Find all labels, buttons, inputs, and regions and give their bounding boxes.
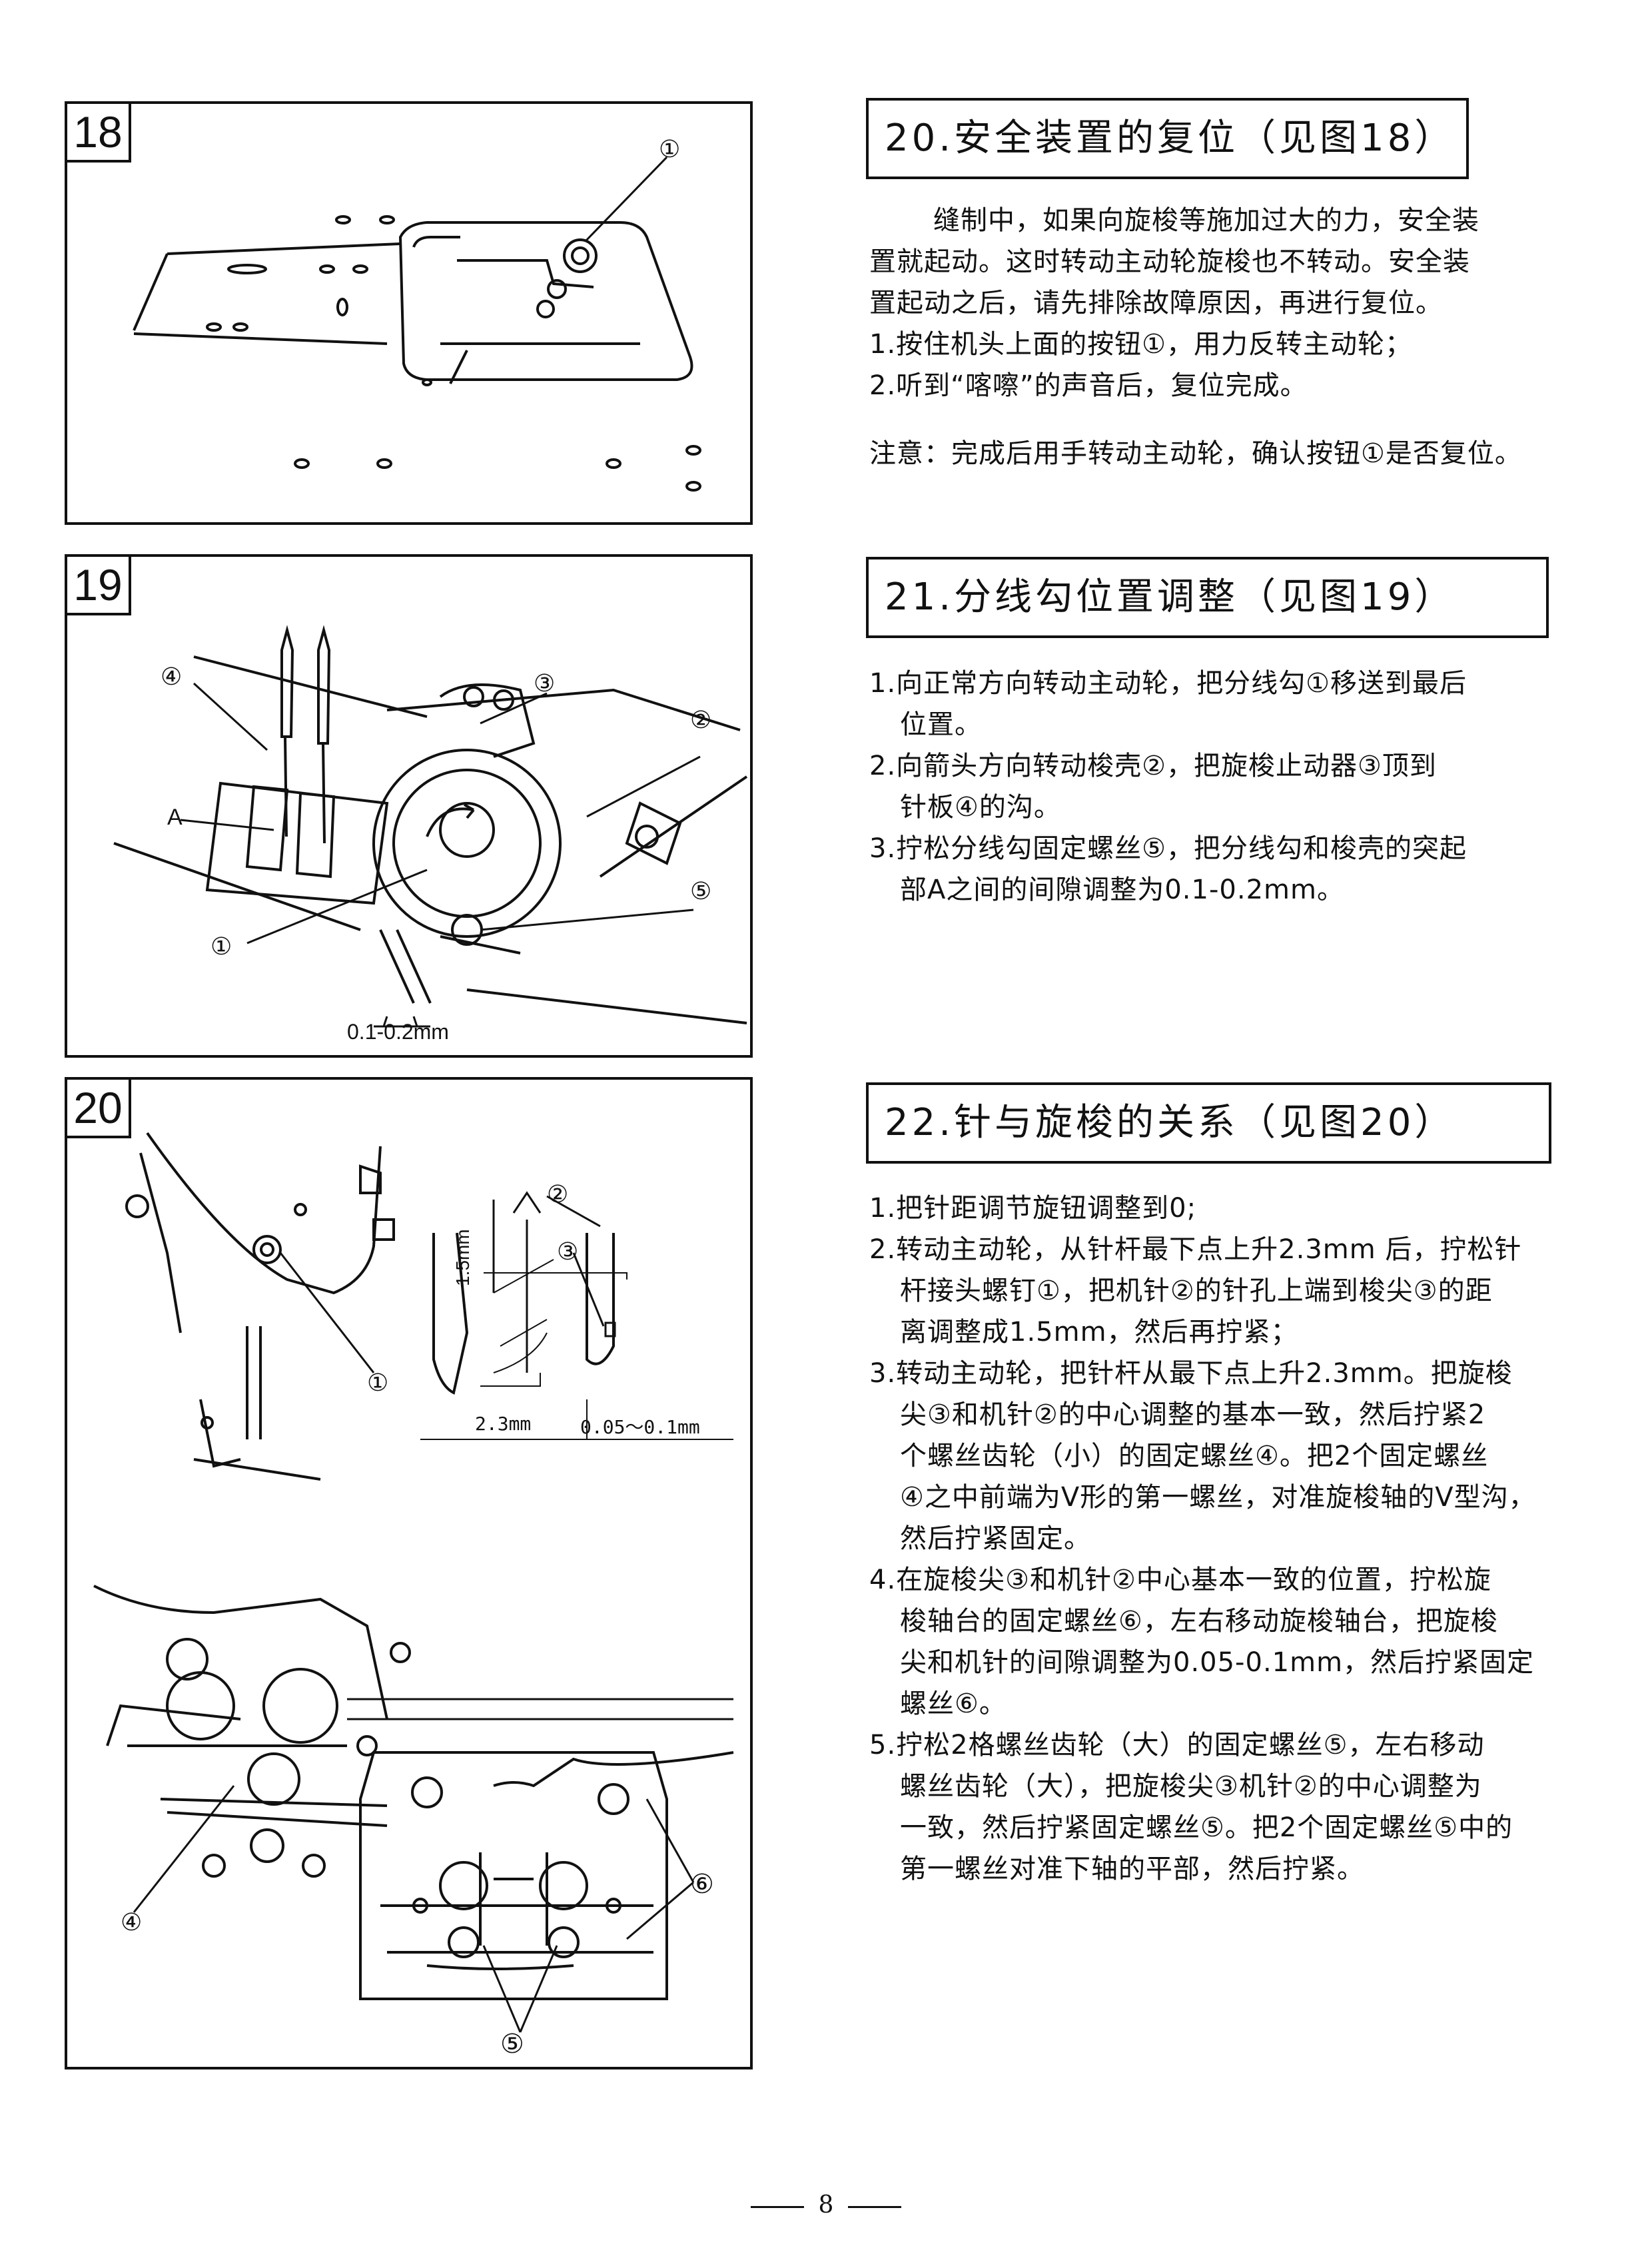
section-22-line-4: 离调整成1.5mm，然后再拧紧； xyxy=(900,1317,1298,1347)
figure-20-callout-1: ① xyxy=(367,1369,389,1397)
section-21-line-6: 部A之间的间隙调整为0.1-0.2mm。 xyxy=(900,875,1344,905)
section-22-line-9: 然后拧紧固定。 xyxy=(900,1523,1091,1554)
section-21-line-3: 2.向箭头方向转动梭壳②，把旋梭止动器③顶到 xyxy=(869,751,1437,781)
figure-20-callout-3: ③ xyxy=(557,1238,579,1266)
section-22-heading: 22.针与旋梭的关系（见图20） xyxy=(866,1082,1551,1164)
figure-19: 19 ④ ③ ② A ⑤ ① 0.1-0.2mm xyxy=(65,554,753,1058)
section-20-note: 注意：完成后用手转动主动轮，确认按钮①是否复位。 xyxy=(869,438,1522,469)
figure-18: 18 ① xyxy=(65,101,753,525)
section-21-heading: 21.分线勾位置调整（见图19） xyxy=(866,557,1549,638)
section-20-heading: 20.安全装置的复位（见图18） xyxy=(866,98,1469,179)
section-22-line-15: 螺丝齿轮（大），把旋梭尖③机针②的中心调整为 xyxy=(900,1771,1482,1802)
section-20-line-3: 置起动之后，请先排除故障原因，再进行复位。 xyxy=(869,288,1443,318)
section-21-line-1: 1.向正常方向转动主动轮，把分线勾①移送到最后 xyxy=(869,668,1467,699)
figure-20-dimension-right: 0.05～0.1mm xyxy=(580,1416,700,1438)
figure-19-callout-A: A xyxy=(167,805,183,830)
section-20-line-2: 置就起动。这时转动主动轮旋梭也不转动。安全装 xyxy=(869,246,1470,277)
figure-18-illustration xyxy=(133,156,701,492)
figure-19-callout-1: ① xyxy=(210,933,232,960)
section-20-line-4: 1.按住机头上面的按钮①，用力反转主动轮； xyxy=(869,329,1413,360)
figure-20-callout-4: ④ xyxy=(121,1909,143,1936)
section-22-line-8: ④之中前端为V形的第一螺丝，对准旋梭轴的V型沟， xyxy=(900,1482,1536,1513)
section-21-line-2: 位置。 xyxy=(900,709,982,740)
section-22-line-11: 梭轴台的固定螺丝⑥，左右移动旋梭轴台，把旋梭 xyxy=(900,1606,1498,1637)
figure-20-number: 20 xyxy=(67,1080,131,1138)
section-22-line-7: 个螺丝齿轮（小）的固定螺丝④。把2个固定螺丝 xyxy=(900,1441,1489,1471)
section-22-line-2: 2.转动主动轮，从针杆最下点上升2.3mm 后，拧松针 xyxy=(869,1234,1522,1265)
section-21-line-5: 3.拧松分线勾固定螺丝⑤，把分线勾和梭壳的突起 xyxy=(869,833,1467,864)
figure-19-illustration xyxy=(113,625,748,1028)
section-22-line-5: 3.转动主动轮，把针杆从最下点上升2.3mm。把旋梭 xyxy=(869,1358,1513,1389)
figure-20-callout-2: ② xyxy=(547,1181,569,1208)
section-21-body: 1.向正常方向转动主动轮，把分线勾①移送到最后 位置。 2.向箭头方向转动梭壳②… xyxy=(869,663,1467,911)
figure-19-dimension-label: 0.1-0.2mm xyxy=(347,1020,449,1044)
page-number-dash-left xyxy=(750,2205,804,2208)
section-22-line-16: 一致，然后拧紧固定螺丝⑤。把2个固定螺丝⑤中的 xyxy=(900,1812,1513,1843)
section-20-line-1: 缝制中，如果向旋梭等施加过大的力，安全装 xyxy=(933,205,1479,236)
figure-20: 20 ① ② ③ ④ ⑥ ⑤ 1.5mm 2.3mm 0.05～0.1mm xyxy=(65,1077,753,2069)
figure-19-callout-3: ③ xyxy=(534,670,556,697)
section-22-line-17: 第一螺丝对准下轴的平部，然后拧紧。 xyxy=(900,1854,1364,1884)
section-22-line-6: 尖③和机针②的中心调整的基本一致，然后拧紧2 xyxy=(900,1399,1486,1430)
section-22-line-12: 尖和机针的间隙调整为0.05-0.1mm，然后拧紧固定 xyxy=(900,1647,1535,1678)
section-22-line-14: 5.拧松2格螺丝齿轮（大）的固定螺丝⑤，左右移动 xyxy=(869,1730,1485,1760)
figure-18-callout-1: ① xyxy=(659,136,681,163)
page-number-dash-right xyxy=(848,2205,902,2208)
figure-20-callout-5: ⑤ xyxy=(500,2029,524,2059)
section-20-line-5: 2.听到“喀嚓”的声音后，复位完成。 xyxy=(869,370,1308,401)
page-number: 8 xyxy=(0,2191,1652,2219)
section-22-line-3: 杆接头螺钉①，把机针②的针孔上端到梭尖③的距 xyxy=(900,1276,1493,1306)
section-22-line-10: 4.在旋梭尖③和机针②中心基本一致的位置，拧松旋 xyxy=(869,1565,1491,1595)
figure-19-callout-5: ⑤ xyxy=(690,878,712,905)
section-22-body: 1.把针距调节旋钮调整到0; 2.转动主动轮，从针杆最下点上升2.3mm 后，拧… xyxy=(869,1188,1536,1890)
figure-20-callout-6: ⑥ xyxy=(690,1869,714,1900)
section-20-body: 缝制中，如果向旋梭等施加过大的力，安全装 置就起动。这时转动主动轮旋梭也不转动。… xyxy=(869,200,1479,406)
section-22-line-1: 1.把针距调节旋钮调整到0; xyxy=(869,1193,1197,1224)
section-21-line-4: 针板④的沟。 xyxy=(900,792,1061,823)
figure-18-number: 18 xyxy=(67,104,131,163)
figure-20-dimension-vertical: 1.5mm xyxy=(452,1229,473,1286)
figure-19-number: 19 xyxy=(67,557,131,615)
section-22-line-13: 螺丝⑥。 xyxy=(900,1688,1007,1719)
figure-20-dimension-left: 2.3mm xyxy=(475,1413,532,1435)
figure-19-callout-4: ④ xyxy=(161,663,183,691)
figure-19-callout-2: ② xyxy=(690,707,712,734)
page-number-value: 8 xyxy=(818,2191,834,2219)
figure-20-illustration xyxy=(93,1132,734,2033)
